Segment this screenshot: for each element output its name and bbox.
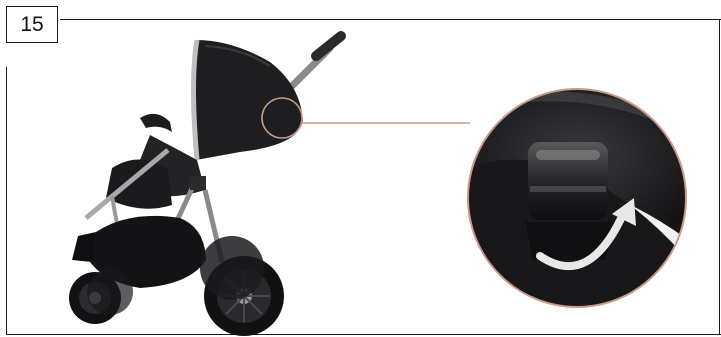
rear-wheel-right <box>200 236 264 300</box>
zoom-detail-circle <box>466 88 688 310</box>
front-wheel-right <box>87 269 133 315</box>
clip-detail <box>526 142 612 260</box>
canopy <box>193 40 303 160</box>
stroller-illustration <box>69 36 341 336</box>
